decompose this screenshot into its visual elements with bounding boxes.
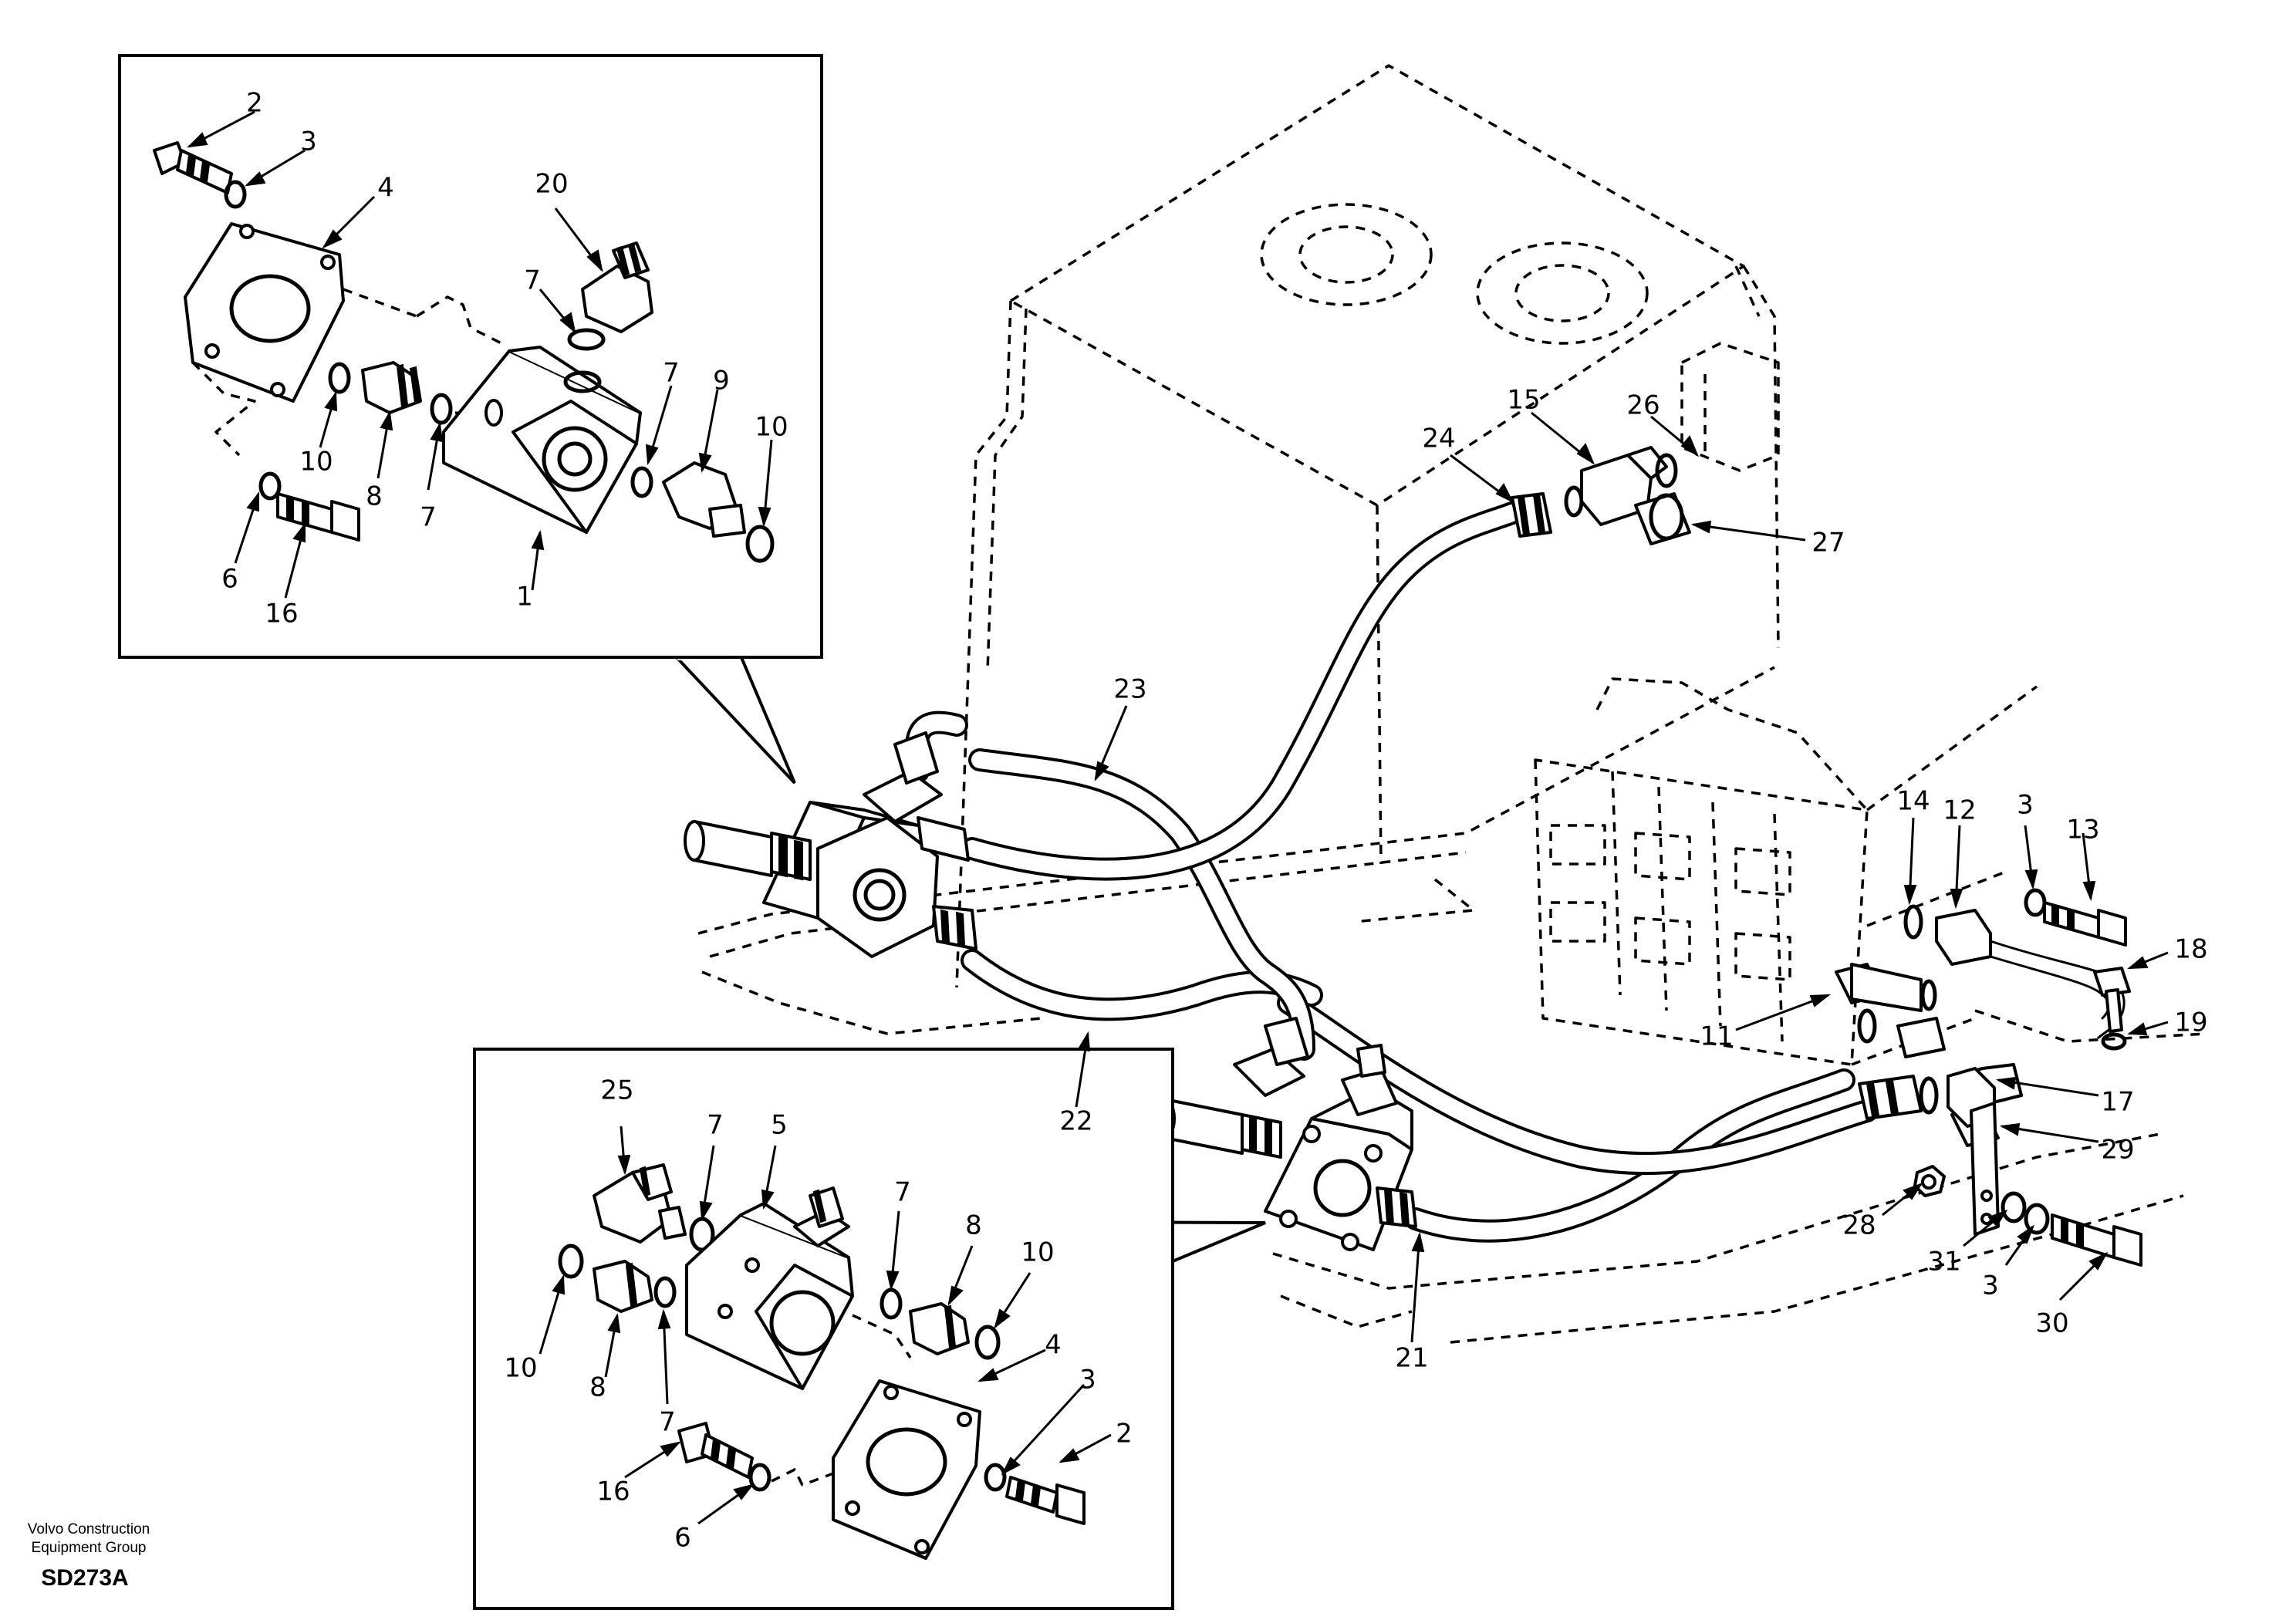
callout-10: 10 [299, 447, 333, 478]
callout-16: 16 [596, 1477, 630, 1507]
callout-27: 27 [1811, 528, 1845, 559]
hose-24 [961, 501, 1524, 881]
callout-7: 7 [894, 1177, 911, 1208]
bracket-29 [1970, 1102, 2000, 1236]
callout-18: 18 [2174, 934, 2207, 965]
callout-23: 23 [1113, 674, 1146, 705]
callout-3: 3 [300, 127, 317, 157]
callout-21: 21 [1395, 1343, 1428, 1374]
lower-inset-parts [558, 1163, 1086, 1560]
callout-7: 7 [524, 265, 541, 296]
callout-12: 12 [1943, 795, 1976, 826]
callout-labels-upper-inset: 2 3 4 20 7 7 7 9 10 10 8 1 6 16 [221, 88, 788, 629]
callout-3: 3 [1079, 1365, 1096, 1396]
callout-7: 7 [659, 1407, 676, 1438]
callout-11: 11 [1700, 1021, 1733, 1052]
callout-3: 3 [1982, 1271, 1999, 1301]
tank-fittings [1511, 446, 1691, 545]
clamp-bracket [1913, 1067, 2142, 1267]
washer-31 [2001, 1191, 2027, 1223]
callout-22: 22 [1059, 1106, 1092, 1137]
callout-9: 9 [713, 366, 730, 397]
company-name-line2: Equipment Group [32, 1540, 147, 1556]
callout-31: 31 [1927, 1247, 1960, 1277]
callout-20: 20 [535, 169, 568, 200]
callout-10: 10 [504, 1353, 537, 1384]
callout-25: 25 [600, 1075, 633, 1106]
callout-16: 16 [265, 599, 298, 629]
callout-7: 7 [707, 1110, 724, 1141]
callout-3: 3 [2017, 790, 2034, 821]
upper-inset-parts [153, 141, 775, 563]
callout-30: 30 [2035, 1308, 2068, 1339]
callout-14: 14 [1896, 786, 1930, 817]
drawing-code: SD273A [41, 1565, 128, 1591]
valve-side-fittings [1835, 904, 2125, 1147]
adapter-20 [581, 265, 653, 333]
callout-8: 8 [366, 481, 383, 512]
flange-4-lower [832, 1379, 981, 1560]
elbow-12 [1935, 909, 1992, 966]
callout-24: 24 [1422, 424, 1455, 454]
callout-7: 7 [663, 358, 680, 389]
callout-28: 28 [1842, 1210, 1876, 1241]
callout-4: 4 [1045, 1330, 1062, 1361]
callout-5: 5 [771, 1110, 788, 1141]
callout-6: 6 [674, 1523, 691, 1554]
callout-8: 8 [589, 1372, 606, 1403]
bracket-hardware-right [2024, 888, 2131, 1051]
callout-10: 10 [1021, 1237, 1054, 1268]
valve-block-lower [1154, 1017, 1417, 1251]
callout-26: 26 [1626, 390, 1660, 421]
callout-labels-lower-inset: 25 7 5 7 8 10 4 3 2 10 8 7 16 6 [504, 1075, 1132, 1554]
callout-8: 8 [965, 1210, 982, 1241]
callout-4: 4 [377, 173, 394, 204]
callout-7: 7 [420, 502, 437, 533]
leader-arrows [187, 110, 2169, 1525]
callout-13: 13 [2066, 815, 2099, 845]
callout-2: 2 [1116, 1419, 1133, 1450]
valve-block-upper [684, 731, 977, 958]
callout-17: 17 [2101, 1087, 2134, 1118]
callout-1: 1 [516, 582, 533, 613]
upper-inset-callout-pointer [671, 654, 796, 785]
callout-15: 15 [1507, 385, 1540, 416]
plug-8-left [593, 1260, 653, 1313]
callout-6: 6 [221, 564, 238, 595]
control-valve-outline [1534, 677, 2207, 1066]
callout-10: 10 [755, 412, 788, 443]
company-name-line1: Volvo Construction [28, 1521, 150, 1537]
callout-labels-main: 26 15 24 27 23 22 21 14 12 3 13 18 19 11… [1059, 385, 2207, 1374]
callout-19: 19 [2174, 1007, 2207, 1038]
callout-29: 29 [2101, 1135, 2134, 1166]
callout-2: 2 [246, 88, 263, 119]
footer: Volvo Construction Equipment Group SD273… [28, 1521, 150, 1591]
